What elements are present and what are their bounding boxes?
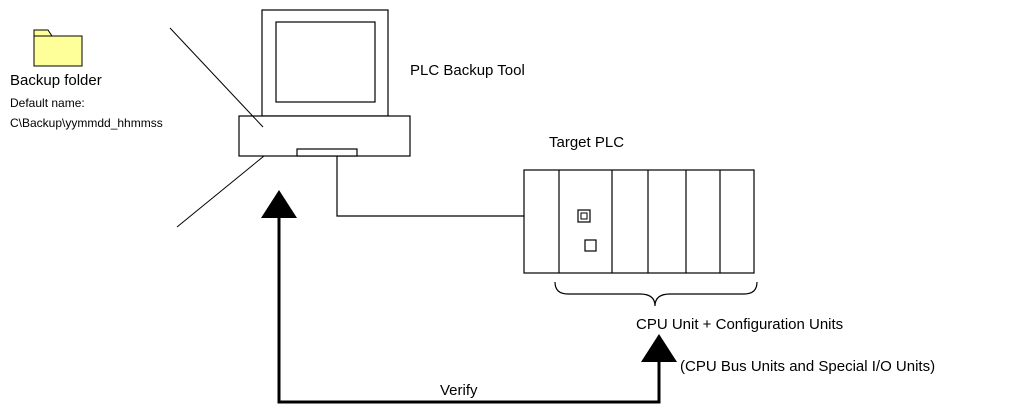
units-brace — [554, 281, 758, 307]
verify-label: Verify — [440, 382, 478, 399]
callout-line-lower — [176, 155, 265, 228]
callout-line-upper — [169, 27, 264, 128]
folder-icon — [33, 29, 83, 67]
tool-label: PLC Backup Tool — [410, 62, 525, 79]
computer-icon — [238, 9, 411, 157]
connection-cable — [336, 156, 584, 217]
units-label: CPU Unit + Configuration Units — [636, 316, 844, 333]
units-sublabel: (CPU Bus Units and Special I/O Units) — [680, 358, 936, 375]
default-path: C\Backup\yymmdd_hhmmss — [10, 116, 163, 130]
cpu-port-icon — [577, 209, 591, 223]
verify-arrow — [261, 190, 677, 404]
default-name-label: Default name: — [10, 96, 85, 110]
target-plc-label: Target PLC — [549, 134, 625, 151]
backup-folder-title: Backup folder — [10, 72, 102, 89]
cpu-indicator-icon — [584, 239, 597, 252]
plc-rack-icon — [523, 169, 755, 274]
